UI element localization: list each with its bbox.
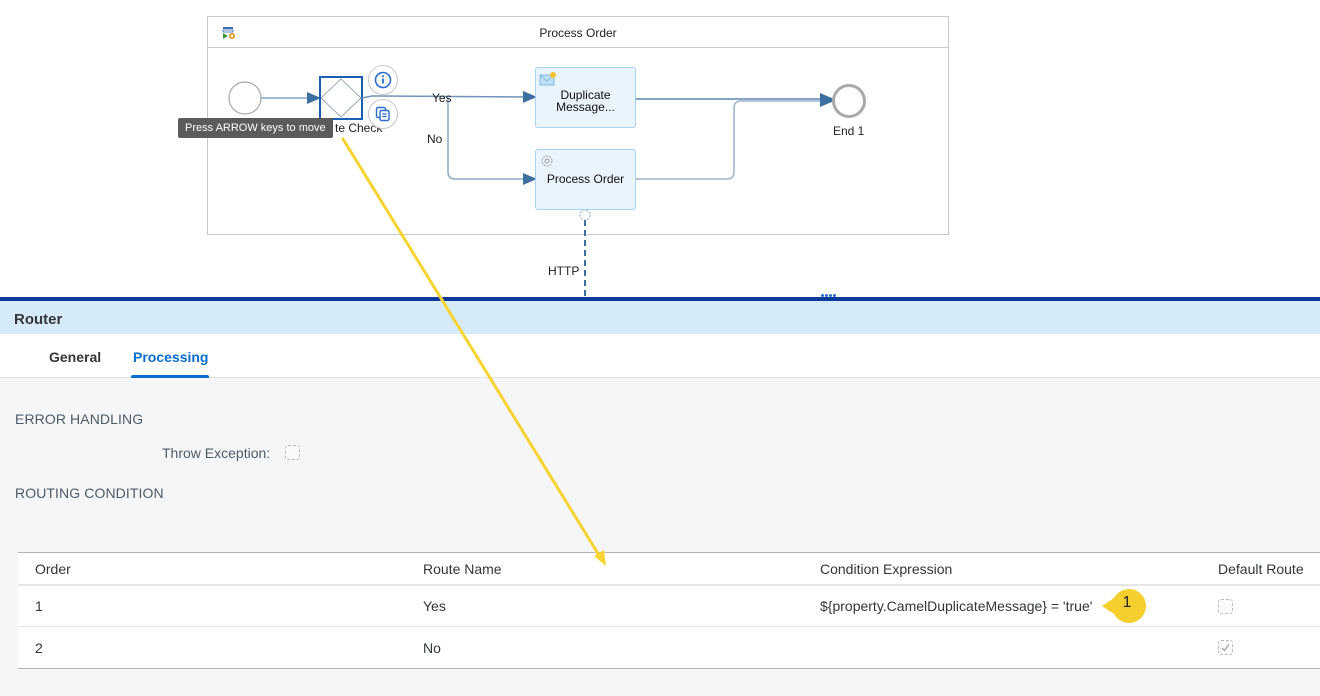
table-header-row: Order Route Name Condition Expression De…	[18, 553, 1320, 586]
header-order[interactable]: Order	[35, 560, 71, 577]
cell-route-name[interactable]: No	[423, 639, 441, 656]
checkmark-icon	[1221, 644, 1230, 652]
cell-condition-expression[interactable]: ${property.CamelDuplicateMessage} = 'tru…	[820, 598, 1093, 614]
active-tab-indicator	[131, 375, 209, 378]
table-row[interactable]: 2 No	[18, 627, 1320, 668]
gear-icon	[541, 155, 553, 167]
section-routing-condition: ROUTING CONDITION	[15, 485, 164, 501]
copy-button[interactable]	[368, 99, 398, 129]
http-label: HTTP	[548, 264, 580, 278]
flow-yes[interactable]	[361, 90, 537, 103]
edge-yes-label: Yes	[432, 91, 452, 105]
cell-default-route	[1218, 627, 1233, 668]
info-icon	[374, 71, 392, 89]
table-row[interactable]: 1 Yes ${property.CamelDuplicateMessage} …	[18, 586, 1320, 627]
edge-no-label: No	[427, 132, 443, 146]
flow-process-to-end[interactable]	[636, 95, 834, 180]
start-event[interactable]	[228, 81, 262, 115]
copy-icon	[375, 106, 390, 122]
pool-title: Process Order	[539, 26, 617, 40]
pool-header: Process Order	[208, 17, 948, 48]
move-tooltip: Press ARROW keys to move	[178, 118, 333, 138]
cell-default-route	[1218, 586, 1233, 626]
task-duplicate-label-line1: Duplicate	[560, 87, 611, 102]
default-route-checkbox[interactable]	[1218, 598, 1233, 614]
task-process-label: Process Order	[546, 171, 625, 186]
splitter-grip-handle[interactable]	[821, 294, 837, 298]
header-route-name[interactable]: Route Name	[423, 560, 502, 577]
integration-process-icon	[222, 27, 235, 39]
default-route-checkbox[interactable]	[1218, 640, 1233, 655]
cell-order[interactable]: 1	[35, 598, 43, 614]
panel-splitter[interactable]	[0, 297, 1320, 301]
cell-route-name[interactable]: Yes	[423, 598, 446, 614]
callout-number: 1	[1122, 594, 1132, 611]
diagram-connectors	[228, 76, 866, 298]
flow-no[interactable]	[447, 98, 537, 185]
router-gateway[interactable]	[320, 78, 362, 118]
section-error-handling: ERROR HANDLING	[15, 411, 144, 427]
task-process-order[interactable]: Process Order	[535, 149, 636, 210]
task-duplicate-message[interactable]: Duplicate Message...	[535, 67, 636, 128]
cell-order[interactable]: 2	[35, 639, 43, 656]
tab-general[interactable]: General	[49, 349, 102, 365]
http-connector-anchor[interactable]	[579, 209, 591, 221]
info-button[interactable]	[368, 65, 398, 95]
diagram-canvas[interactable]: Process Order	[0, 0, 1320, 298]
mail-icon	[539, 72, 556, 86]
property-tabs: General Processing	[0, 334, 1320, 378]
property-panel-header: Router	[0, 301, 1320, 334]
router-label: te Check	[335, 121, 383, 135]
throw-exception-checkbox[interactable]	[285, 445, 300, 460]
header-default-route[interactable]: Default Route	[1218, 560, 1304, 577]
tab-processing[interactable]: Processing	[133, 349, 209, 365]
end-event[interactable]	[832, 84, 866, 118]
panel-title: Router	[14, 311, 63, 328]
throw-exception-label: Throw Exception:	[162, 445, 271, 461]
task-duplicate-label-line2: Message...	[556, 99, 615, 114]
header-condition-expression[interactable]: Condition Expression	[820, 560, 953, 577]
end-event-label: End 1	[833, 124, 865, 138]
